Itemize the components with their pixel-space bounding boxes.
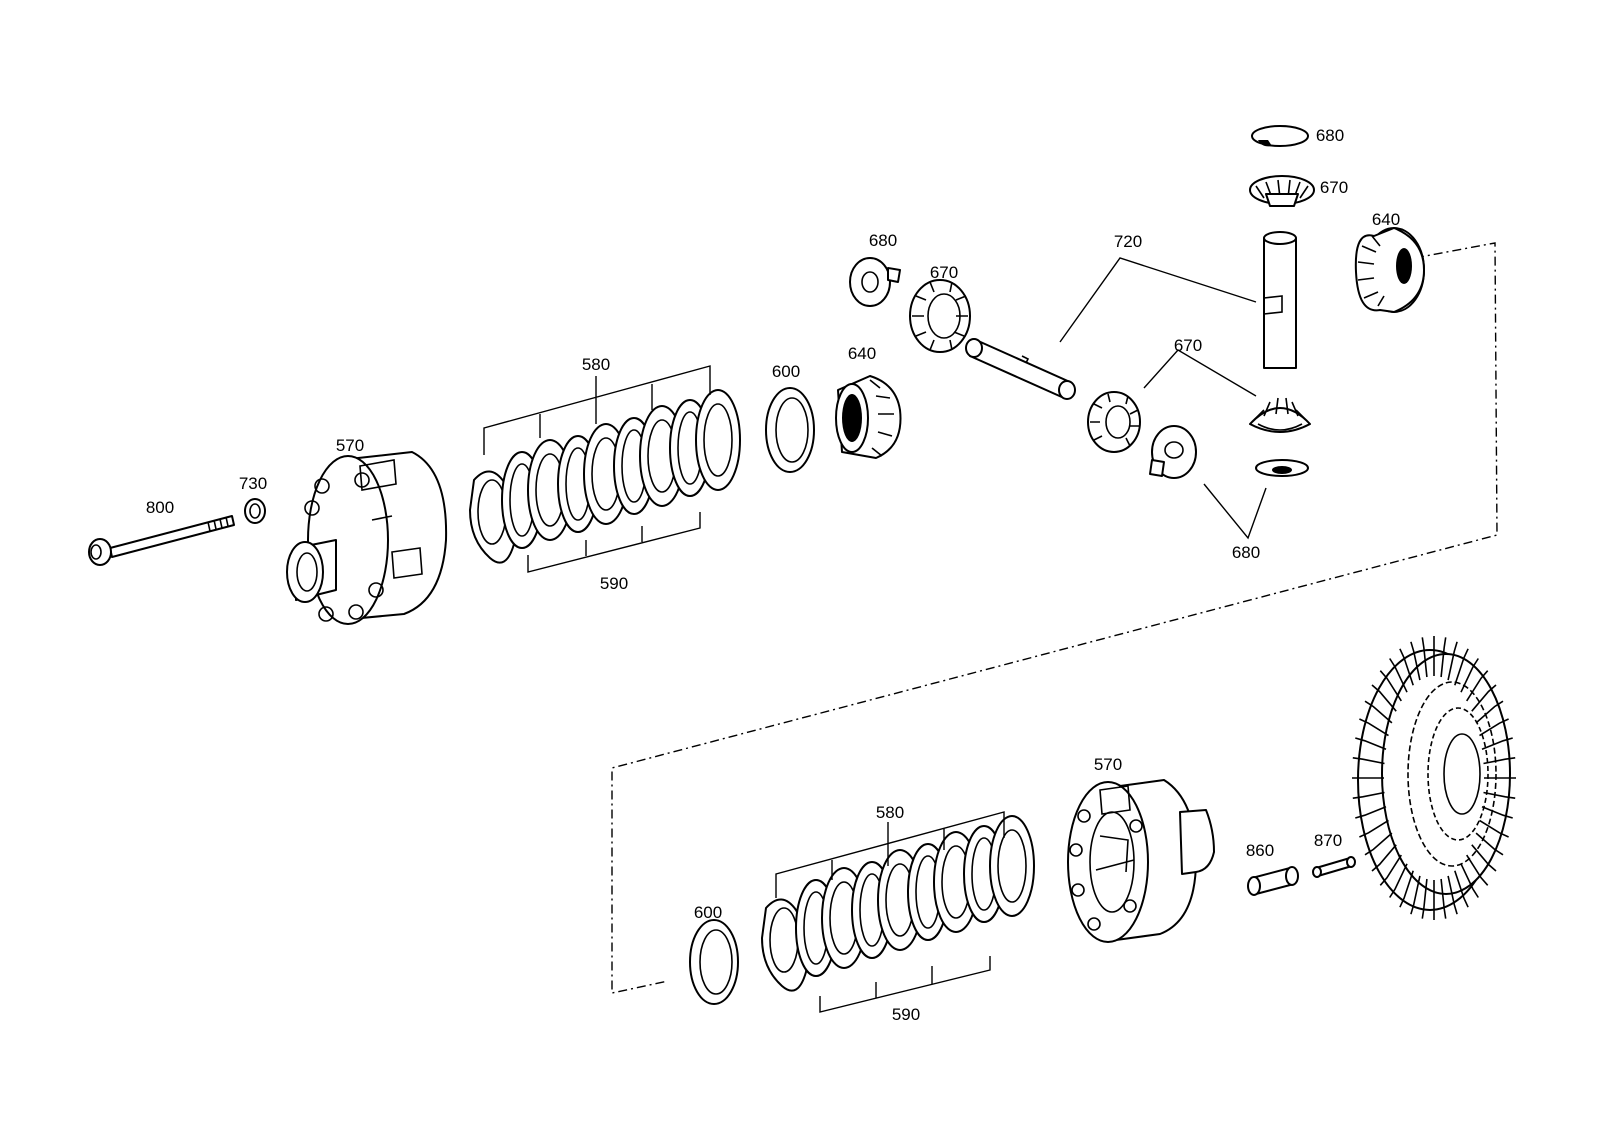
ring-gear-tooth bbox=[1479, 819, 1509, 838]
side-gear-mid bbox=[835, 375, 902, 459]
cross-shaft-angled bbox=[965, 338, 1076, 400]
label-590-top: 590 bbox=[600, 574, 628, 593]
label-570-left: 570 bbox=[336, 436, 364, 455]
ring-gear-tooth bbox=[1364, 700, 1393, 724]
label-860: 860 bbox=[1246, 841, 1274, 860]
ring-gear-tooth bbox=[1355, 805, 1387, 819]
assembly-dashdot-line bbox=[611, 242, 1498, 994]
ring-gear-tooth bbox=[1379, 854, 1402, 886]
ring-gear-tooth bbox=[1460, 863, 1479, 898]
cross-shaft-vertical bbox=[1263, 231, 1297, 369]
ring-gear-tooth bbox=[1471, 844, 1497, 872]
label-870: 870 bbox=[1314, 831, 1342, 850]
label-680-top: 680 bbox=[1316, 126, 1344, 145]
ring-gear-tooth bbox=[1410, 641, 1421, 681]
ring-gear-tooth bbox=[1399, 870, 1414, 908]
ring-gear-tooth bbox=[1440, 637, 1447, 678]
label-590-bottom: 590 bbox=[892, 1005, 920, 1024]
ring-gear-tooth bbox=[1421, 637, 1428, 678]
ring-gear-tooth bbox=[1454, 648, 1469, 686]
ring-gear-tooth bbox=[1352, 791, 1385, 799]
ring-gear-tooth bbox=[1399, 648, 1414, 686]
ring-gear-tooth bbox=[1359, 718, 1389, 737]
thrust-disc-top bbox=[765, 387, 815, 473]
side-gear-right bbox=[1354, 227, 1425, 313]
thrust-washer-top bbox=[1251, 125, 1309, 147]
label-640-mid: 640 bbox=[848, 344, 876, 363]
differential-housing-right bbox=[1067, 779, 1215, 943]
pin-part bbox=[1312, 856, 1356, 878]
ring-gear-tooth bbox=[1371, 684, 1397, 712]
pinion-gear-left bbox=[909, 279, 971, 353]
ring-gear-tooth bbox=[1355, 737, 1387, 751]
pinion-gear-right bbox=[1249, 397, 1311, 433]
sleeve-part bbox=[1247, 866, 1299, 896]
thrust-washer-bottom bbox=[1149, 425, 1197, 479]
ring-gear-tooth bbox=[1440, 878, 1447, 919]
ring-gear-tooth bbox=[1481, 805, 1513, 819]
ring-gear-tooth bbox=[1371, 844, 1397, 872]
thrust-disc-bottom bbox=[689, 919, 739, 1005]
ring-gear-tooth bbox=[1466, 854, 1489, 886]
ring-gear-tooth bbox=[1389, 658, 1408, 693]
washer-part bbox=[244, 498, 266, 524]
label-670-left: 670 bbox=[930, 263, 958, 282]
label-720: 720 bbox=[1114, 232, 1142, 251]
ring-gear-tooth bbox=[1479, 718, 1509, 737]
label-640-right: 640 bbox=[1372, 210, 1400, 229]
ring-gear-tooth bbox=[1454, 870, 1469, 908]
ring-gear-tooth bbox=[1475, 832, 1504, 856]
ring-gear-tooth bbox=[1447, 641, 1458, 681]
label-680-bottom: 680 bbox=[1232, 543, 1260, 562]
ring-gear-tooth bbox=[1483, 757, 1516, 765]
ring-gear-tooth bbox=[1466, 670, 1489, 702]
ring-gear-teeth bbox=[1352, 636, 1516, 920]
label-680-left: 680 bbox=[869, 231, 897, 250]
pinion-gear-top bbox=[1249, 175, 1315, 207]
ring-gear-tooth bbox=[1475, 700, 1504, 724]
label-600-top: 600 bbox=[772, 362, 800, 381]
ring-gear-tooth bbox=[1389, 863, 1408, 898]
label-670-top: 670 bbox=[1320, 178, 1348, 197]
thrust-washer-left bbox=[849, 257, 901, 307]
ring-gear-tooth bbox=[1359, 819, 1389, 838]
label-580-top: 580 bbox=[582, 355, 610, 374]
pinion-gear-mid bbox=[1087, 391, 1141, 453]
ring-gear bbox=[1352, 636, 1516, 920]
bolt-part bbox=[88, 515, 235, 566]
thrust-washer-right bbox=[1255, 459, 1309, 477]
clutch-plate-pack-top bbox=[469, 389, 741, 564]
ring-gear-tooth bbox=[1364, 832, 1393, 856]
label-580-bottom: 580 bbox=[876, 803, 904, 822]
ring-gear-tooth bbox=[1471, 684, 1497, 712]
ring-gear-tooth bbox=[1379, 670, 1402, 702]
ring-gear-tooth bbox=[1447, 875, 1458, 915]
label-670-mid: 670 bbox=[1174, 336, 1202, 355]
label-600-bottom: 600 bbox=[694, 903, 722, 922]
ring-gear-tooth bbox=[1421, 878, 1428, 919]
ring-gear-tooth bbox=[1352, 757, 1385, 765]
label-730: 730 bbox=[239, 474, 267, 493]
label-570-right: 570 bbox=[1094, 755, 1122, 774]
label-800: 800 bbox=[146, 498, 174, 517]
ring-gear-tooth bbox=[1410, 875, 1421, 915]
ring-gear-tooth bbox=[1460, 658, 1479, 693]
differential-housing-left bbox=[286, 451, 448, 625]
ring-gear-tooth bbox=[1481, 737, 1513, 751]
clutch-plate-pack-bottom bbox=[761, 815, 1035, 992]
ring-gear-tooth bbox=[1483, 791, 1516, 799]
